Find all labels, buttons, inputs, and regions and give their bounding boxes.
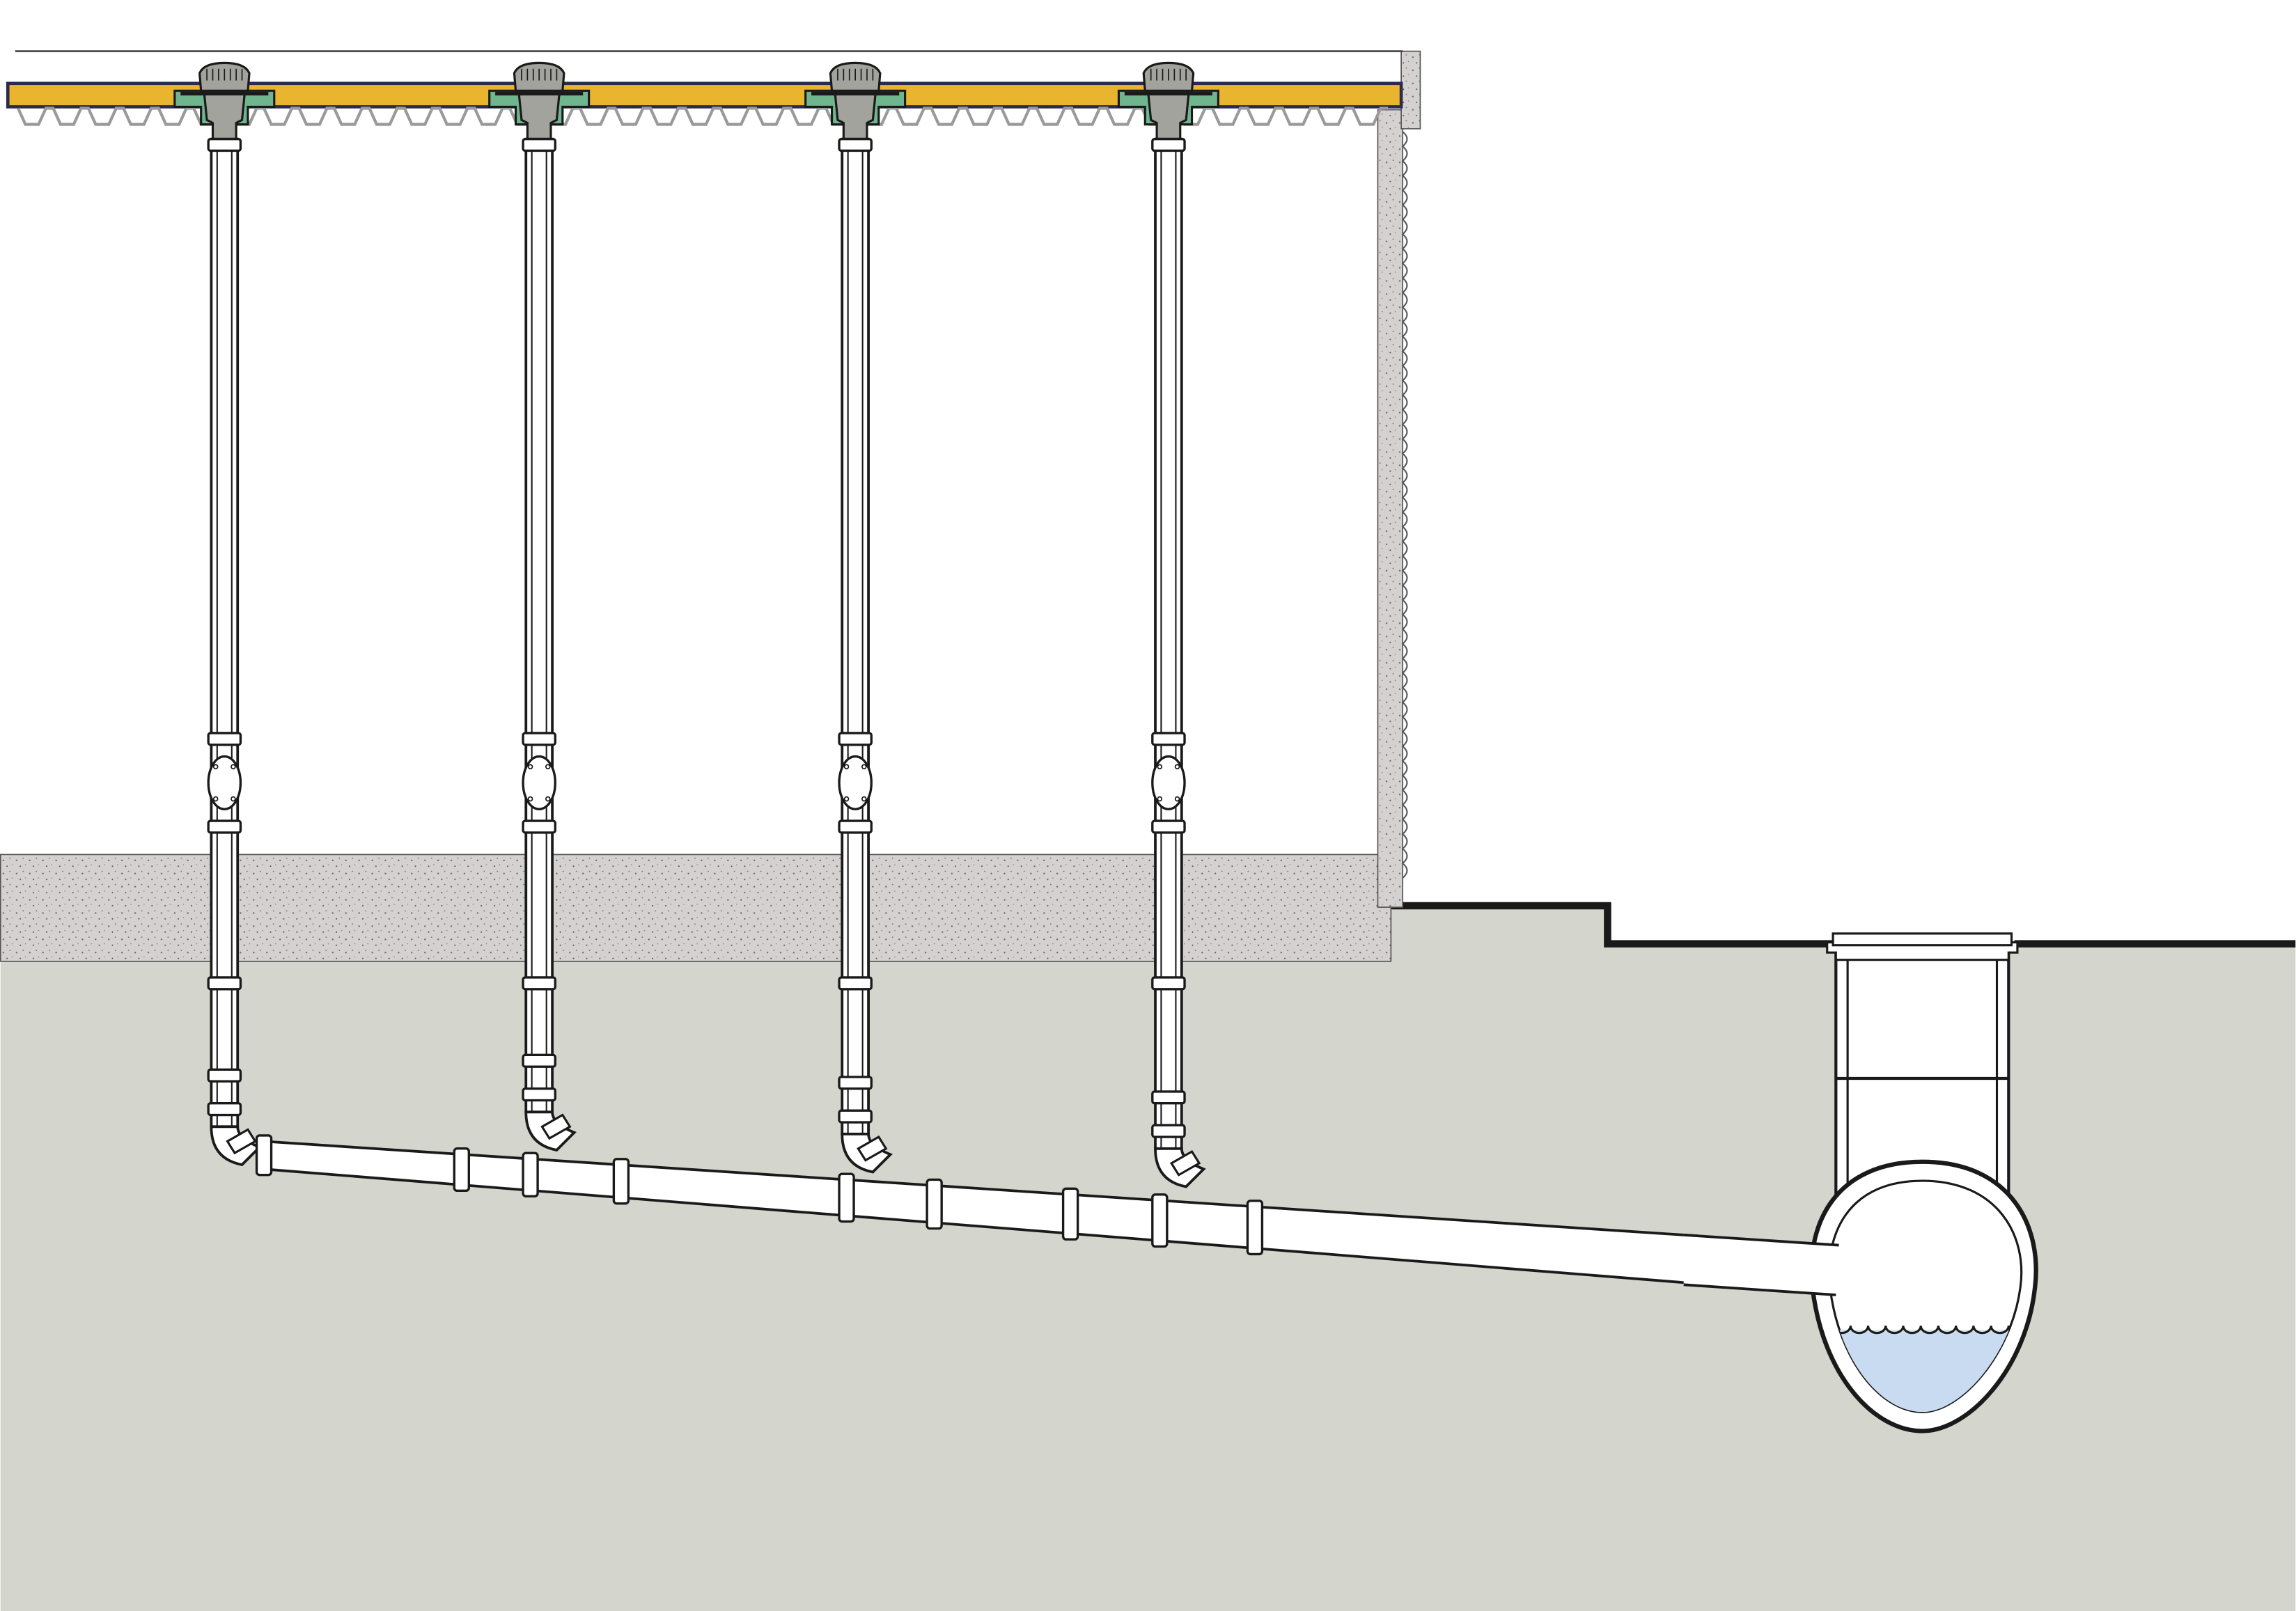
inspection-opening (1151, 755, 1186, 810)
pipe-coupling (1151, 819, 1186, 834)
elbow-coupling (857, 1135, 888, 1162)
pipe-coupling (838, 819, 873, 834)
drain-body (833, 89, 877, 141)
collector-coupling (612, 1158, 630, 1205)
parapet (1400, 50, 1421, 129)
collector-coupling (1061, 1187, 1079, 1241)
inspection-screw (1157, 796, 1163, 802)
downpipe (1154, 137, 1183, 1150)
pipe-coupling (207, 1068, 242, 1083)
collector-coupling (838, 1172, 855, 1223)
water-surface-waves (1832, 1325, 2022, 1335)
pipe-coupling (522, 1087, 556, 1102)
inspection-opening (522, 755, 556, 810)
inspection-screw (861, 796, 867, 802)
inspection-opening (838, 755, 873, 810)
pipe-coupling (838, 732, 873, 746)
pipe-coupling (1151, 1090, 1186, 1105)
manhole (1683, 932, 2038, 1433)
inspection-screw (527, 796, 533, 802)
elbow-coupling (1169, 1149, 1201, 1177)
inspection-screw (545, 796, 551, 802)
drain-body (1146, 89, 1191, 141)
collector-coupling (926, 1178, 943, 1230)
drain-body (203, 89, 247, 141)
inspection-screw (231, 764, 236, 770)
downpipe (524, 137, 554, 1114)
pipe-coupling (1151, 1124, 1186, 1138)
manhole-cover (1832, 932, 2013, 947)
inspection-screw (1157, 764, 1163, 770)
inspection-screw (231, 796, 236, 802)
inspection-screw (212, 764, 219, 770)
collector-coupling (1151, 1193, 1169, 1248)
pipe-coupling (207, 732, 242, 746)
pipe-coupling (207, 976, 242, 991)
ground-surface-line (1391, 902, 2296, 948)
pipe-coupling (522, 732, 556, 746)
pipe-coupling (207, 819, 242, 834)
pipe-coupling (1151, 732, 1186, 746)
pipe-coupling (838, 1076, 873, 1090)
collector-coupling (522, 1152, 539, 1197)
pipe-coupling (522, 137, 556, 152)
elbow-coupling (540, 1113, 572, 1140)
collector-pipe (255, 1134, 1698, 1285)
inspection-opening (207, 755, 242, 810)
pipe-coupling (522, 976, 556, 991)
ground (0, 905, 2296, 1611)
pipe-coupling (522, 1053, 556, 1068)
pipe-coupling (1151, 976, 1186, 991)
pipe-coupling (838, 1109, 873, 1124)
wall-insulation-wave (1401, 131, 1408, 879)
collector-pipe-outlet (1683, 1234, 1839, 1296)
collector-coupling (255, 1134, 273, 1177)
collector-pipe-outline (263, 1140, 1698, 1285)
pipe-coupling (838, 137, 873, 152)
elbow-coupling (226, 1128, 257, 1155)
inspection-screw (1174, 764, 1180, 770)
collector-coupling (453, 1147, 470, 1193)
inspection-screw (1174, 796, 1180, 802)
inspection-screw (843, 764, 850, 770)
inspection-screw (861, 764, 867, 770)
inspection-screw (843, 796, 850, 802)
roof-drain-assembly (1117, 61, 1219, 1188)
pipe-coupling (207, 1102, 242, 1117)
inspection-screw (545, 764, 551, 770)
pipe-coupling (207, 137, 242, 152)
pipe-coupling (1151, 137, 1186, 152)
manhole-cover-collar (1826, 941, 2019, 961)
roof-drain-assembly (173, 61, 276, 1167)
pipe-coupling (838, 976, 873, 991)
pipe-coupling (522, 819, 556, 834)
roof-drain-assembly (488, 61, 591, 1152)
building-wall (1377, 109, 1404, 908)
inspection-screw (212, 796, 219, 802)
roof-drain-assembly (804, 61, 907, 1174)
inspection-screw (527, 764, 533, 770)
collector-coupling (1246, 1200, 1264, 1256)
drain-body (517, 89, 561, 141)
